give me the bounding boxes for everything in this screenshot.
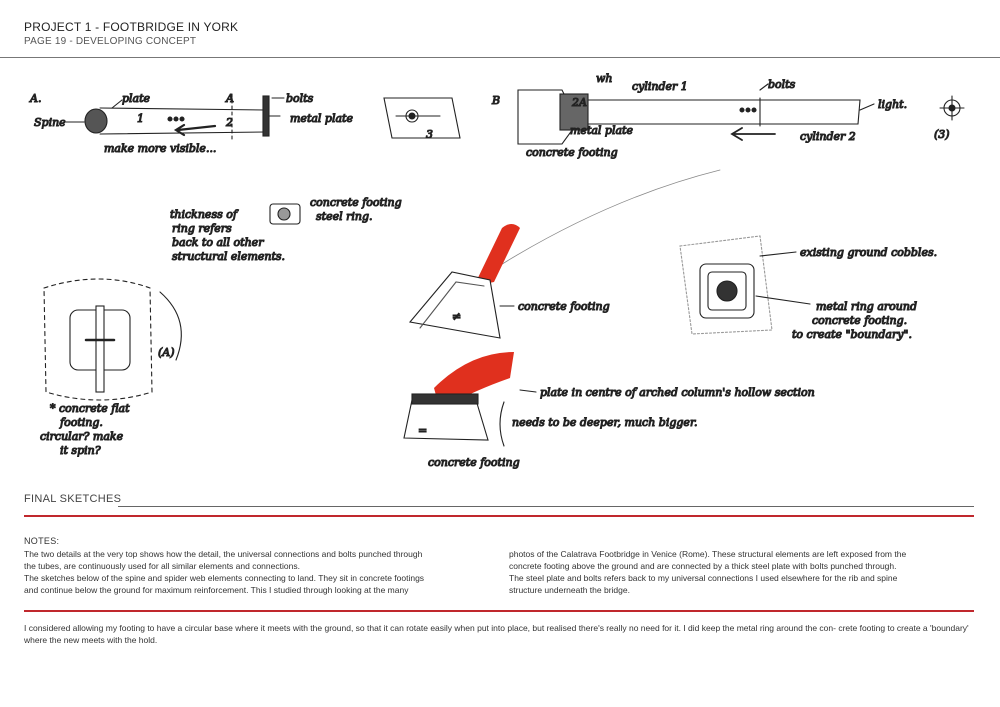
bolts-label-b: bolts bbox=[768, 78, 796, 91]
concrete-footing-label-b: concrete footing bbox=[526, 146, 618, 159]
notes-column-1: The two details at the very top shows ho… bbox=[24, 548, 500, 596]
section-divider bbox=[118, 506, 974, 507]
notes-line: photos of the Calatrava Footbridge in Ve… bbox=[509, 549, 907, 559]
make-visible-note: make more visible... bbox=[104, 142, 216, 155]
ring-note-line3: back to all other bbox=[172, 236, 264, 249]
metal-plate-label-b: metal plate bbox=[570, 124, 633, 137]
header-divider bbox=[0, 57, 1000, 58]
light-label: light. bbox=[878, 98, 907, 111]
conclusion-line: I considered allowing my footing to have… bbox=[24, 623, 836, 633]
ring-note-sketch: thickness of ring refers back to all oth… bbox=[169, 195, 402, 263]
notes-heading: NOTES: bbox=[24, 536, 60, 546]
ring-note-line1: thickness of bbox=[170, 208, 239, 221]
ring-note-line2: ring refers bbox=[172, 222, 232, 235]
mark-3-b: (3) bbox=[934, 128, 950, 141]
deeper-label: needs to be deeper, much bigger. bbox=[512, 416, 698, 429]
concrete-footing-label-1: concrete footing bbox=[518, 300, 610, 313]
direction-arrow bbox=[173, 123, 217, 137]
spine-label: Spine bbox=[34, 116, 66, 129]
notes-line: and continue below the ground for maximu… bbox=[24, 585, 409, 595]
detail-a-section: 3 bbox=[383, 97, 461, 142]
red-rule-1 bbox=[24, 515, 974, 517]
mark-2: 2 bbox=[225, 116, 233, 129]
cylinder-2-label: cylinder 2 bbox=[800, 130, 856, 143]
boundary-label: to create "boundary". bbox=[792, 328, 912, 341]
detail-b-section: (3) bbox=[933, 95, 965, 142]
ring-callout-1: concrete footing bbox=[310, 196, 402, 209]
detail-a-letter: A. bbox=[29, 92, 41, 105]
concrete-footing-label-2: concrete footing. bbox=[812, 314, 907, 327]
left-plan-note-3: circular? make bbox=[40, 430, 124, 443]
footing-2-symbol: = bbox=[418, 424, 427, 437]
left-plan-note-2: footing. bbox=[59, 416, 103, 429]
mark-1: 1 bbox=[137, 112, 144, 125]
page-title: PROJECT 1 - FOOTBRIDGE IN YORK bbox=[24, 20, 239, 34]
footing-1-symbol: ≠ bbox=[452, 310, 461, 323]
section-title: FINAL SKETCHES bbox=[24, 493, 122, 505]
page-header: PROJECT 1 - FOOTBRIDGE IN YORK PAGE 19 -… bbox=[24, 20, 238, 47]
plate-centre-label: plate in centre of arched column's hollo… bbox=[540, 386, 815, 399]
detail-b-letter: B bbox=[491, 94, 500, 107]
plate-label: plate bbox=[122, 92, 151, 105]
conclusion-line: crete footing to create a 'boundary' whe… bbox=[24, 623, 969, 645]
notes-line: The steel plate and bolts refers back to… bbox=[509, 573, 898, 583]
mark-2a: 2A bbox=[571, 96, 587, 109]
metal-ring-label: metal ring around bbox=[816, 300, 917, 313]
right-plan-sketch: existing ground cobbles. metal ring arou… bbox=[679, 235, 938, 342]
ring-note-line4: structural elements. bbox=[172, 250, 285, 263]
notes-line: The two details at the very top shows ho… bbox=[24, 549, 423, 559]
page-subtitle: PAGE 19 - DEVELOPING CONCEPT bbox=[24, 36, 197, 47]
ring-callout-2: steel ring. bbox=[316, 210, 373, 223]
mark-3: 3 bbox=[426, 128, 433, 141]
left-plan-note-1: * concrete flat bbox=[50, 402, 130, 415]
mark-a: A bbox=[225, 92, 234, 105]
notes-line: concrete footing above the ground and ar… bbox=[509, 561, 897, 571]
spine-section bbox=[84, 108, 108, 134]
left-plan-note-4: it spin? bbox=[60, 444, 101, 457]
detail-a-sketch: A. Spine plate 1 2 A bolts metal plate m… bbox=[28, 91, 461, 156]
sketch-sheet: A. Spine plate 1 2 A bolts metal plate m… bbox=[28, 71, 965, 470]
detail-b-sketch: B wh cylinder 1 2A bolts light. metal pl… bbox=[490, 71, 965, 160]
metal-plate-shape bbox=[262, 95, 270, 137]
left-plan-mark: (A) bbox=[158, 346, 175, 359]
bolts-label-a: bolts bbox=[286, 92, 314, 105]
direction-arrow-b bbox=[730, 127, 776, 141]
footing-1-sketch: ≠ concrete footing bbox=[408, 169, 721, 339]
concrete-footing-b bbox=[517, 89, 579, 145]
concrete-footing-label-3: concrete footing bbox=[428, 456, 520, 469]
metal-plate-label-a: metal plate bbox=[290, 112, 353, 125]
existing-cobbles-label: existing ground cobbles. bbox=[800, 246, 937, 259]
cylinder-1-label: cylinder 1 bbox=[632, 80, 688, 93]
notes-column-2: photos of the Calatrava Footbridge in Ve… bbox=[509, 548, 979, 596]
metal-plate-shape-b bbox=[559, 93, 589, 131]
footing-2-sketch: = plate in centre of arched column's hol… bbox=[403, 352, 815, 470]
wh-label: wh bbox=[596, 72, 613, 85]
red-rule-2 bbox=[24, 610, 974, 612]
notes-line: The sketches below of the spine and spid… bbox=[24, 573, 425, 583]
conclusion-paragraph: I considered allowing my footing to have… bbox=[24, 622, 974, 646]
left-plan-sketch: (A) * concrete flat footing. circular? m… bbox=[39, 278, 182, 458]
notes-line: the tubes, are continuously used for all… bbox=[24, 561, 300, 571]
notes-line: structure underneath the bridge. bbox=[509, 585, 630, 595]
red-arch-1 bbox=[474, 224, 520, 286]
